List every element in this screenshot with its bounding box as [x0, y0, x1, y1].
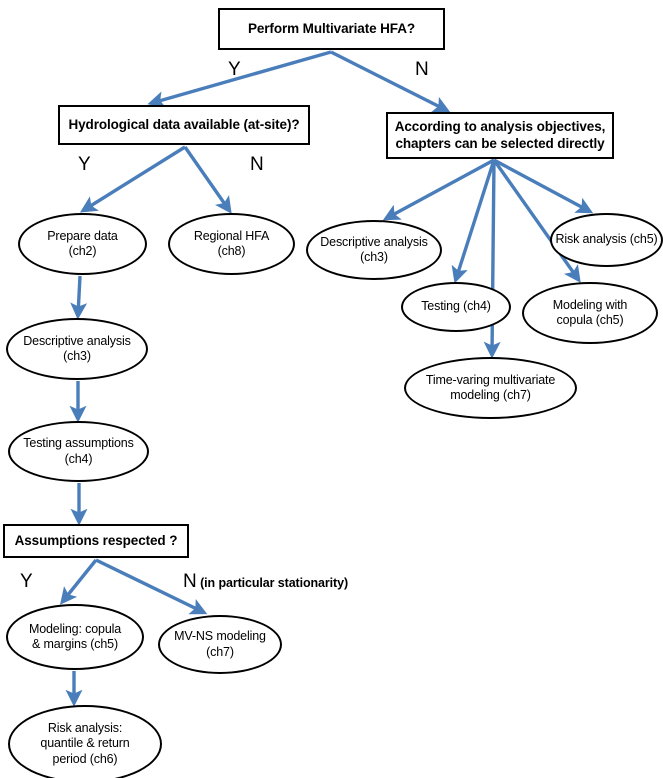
- branch-letter: N: [250, 154, 264, 175]
- branch-letter: Y: [228, 59, 241, 80]
- branch-note: (in particular stationarity): [196, 576, 349, 590]
- node-testing_ch4[interactable]: Testing (ch4): [401, 282, 511, 332]
- node-descriptive_left[interactable]: Descriptive analysis (ch3): [6, 318, 148, 380]
- edge-objectives-to-testing: [451, 159, 496, 284]
- edge-prepare-to-descriptive: [70, 275, 88, 320]
- node-label-assumptions_respected: Assumptions respected ?: [14, 532, 178, 548]
- edge-perform-to-hydro: [147, 50, 332, 108]
- branch-letter: N: [183, 571, 197, 592]
- node-regional_hfa[interactable]: Regional HFA (ch8): [168, 213, 295, 275]
- branch-letter: N: [415, 59, 429, 80]
- node-label-mv_ns_modeling: MV-NS modeling (ch7): [174, 629, 266, 659]
- node-descriptive_right[interactable]: Descriptive analysis (ch3): [306, 220, 442, 280]
- branch-label_n_top: N: [415, 60, 429, 79]
- node-label-modeling_copula_margins: Modeling: copula & margins (ch5): [28, 621, 122, 651]
- branch-label_y_hydro: Y: [78, 155, 91, 174]
- node-according_objectives[interactable]: According to analysis objectives, chapte…: [386, 112, 614, 159]
- node-mv_ns_modeling[interactable]: MV-NS modeling (ch7): [158, 615, 282, 674]
- branch-label_y_assump: Y: [20, 572, 33, 591]
- node-time_varying_mv[interactable]: Time-varing multivariate modeling (ch7): [404, 357, 577, 419]
- node-assumptions_respected[interactable]: Assumptions respected ?: [3, 524, 189, 558]
- branch-letter: Y: [78, 154, 91, 175]
- edge-objectives-to-riskch5: [493, 158, 594, 214]
- node-modeling_with_copula[interactable]: Modeling with copula (ch5): [522, 282, 658, 344]
- node-perform_mhfa[interactable]: Perform Multivariate HFA?: [218, 8, 445, 50]
- branch-label_n_assump: N (in particular stationarity): [183, 572, 348, 591]
- node-hydro_data[interactable]: Hydrological data available (at-site)?: [58, 105, 310, 145]
- edge-hydro-to-regional: [183, 146, 232, 214]
- node-label-descriptive_right: Descriptive analysis (ch3): [320, 234, 428, 264]
- node-prepare_data[interactable]: Prepare data (ch2): [18, 213, 147, 275]
- node-label-descriptive_left: Descriptive analysis (ch3): [23, 333, 131, 363]
- node-label-prepare_data: Prepare data (ch2): [47, 228, 118, 258]
- edge-assump-to-modeling: [60, 558, 98, 605]
- node-label-time_varying_mv: Time-varing multivariate modeling (ch7): [425, 372, 556, 402]
- node-label-perform_mhfa: Perform Multivariate HFA?: [247, 20, 416, 36]
- node-label-according_objectives: According to analysis objectives, chapte…: [394, 119, 606, 151]
- edge-objectives-to-descriptive: [382, 158, 495, 221]
- node-label-testing_assumptions: Testing assumptions (ch4): [23, 436, 134, 466]
- node-risk_analysis_ch5[interactable]: Risk analysis (ch5): [550, 213, 663, 267]
- edge-objectives-to-modelingcopula: [492, 159, 581, 283]
- branch-label_n_hydro: N: [250, 155, 264, 174]
- node-modeling_copula_margins[interactable]: Modeling: copula & margins (ch5): [6, 604, 144, 670]
- branch-letter: Y: [20, 571, 33, 592]
- node-label-risk_analysis_ch5: Risk analysis (ch5): [555, 232, 658, 247]
- edge-perform-to-objectives: [330, 50, 451, 113]
- node-label-regional_hfa: Regional HFA (ch8): [193, 228, 270, 258]
- node-label-modeling_with_copula: Modeling with copula (ch5): [552, 297, 628, 327]
- node-label-risk_analysis_quantile: Risk analysis: quantile & return period …: [40, 721, 130, 766]
- node-label-testing_ch4: Testing (ch4): [421, 299, 491, 314]
- node-risk_analysis_quantile[interactable]: Risk analysis: quantile & return period …: [8, 705, 162, 778]
- branch-label_y_top: Y: [228, 60, 241, 79]
- node-label-hydro_data: Hydrological data available (at-site)?: [68, 116, 300, 132]
- edge-hydro-to-prepare: [79, 145, 186, 213]
- node-testing_assumptions[interactable]: Testing assumptions (ch4): [8, 421, 149, 482]
